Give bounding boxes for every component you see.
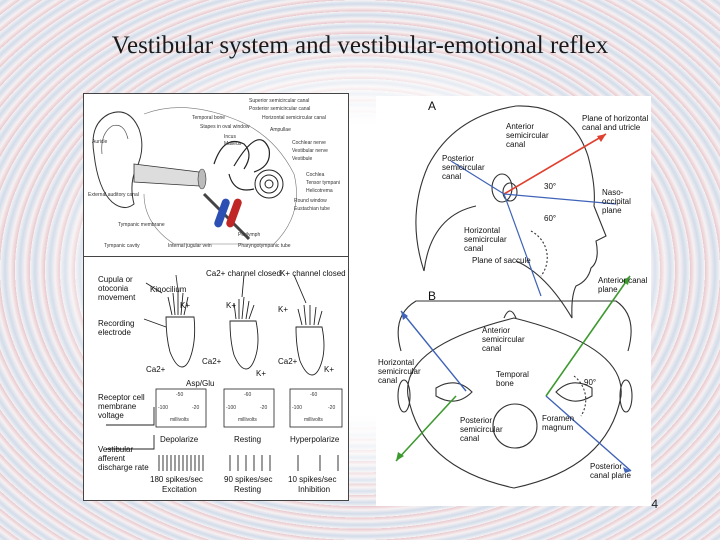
mv2-value: -60 xyxy=(244,392,252,398)
naso-occipital-label: Naso-occipital plane xyxy=(602,188,631,215)
asp-glu-label: Asp/Glu xyxy=(186,379,215,388)
k-channel-label: K+ channel closed xyxy=(280,269,346,278)
posterior-canal-plane-label: Posterior canal plane xyxy=(590,462,631,480)
mv3-min: -100 xyxy=(292,405,303,411)
excitation-label: Excitation xyxy=(162,485,197,494)
ear-label-13: Tympanic membrane xyxy=(118,222,165,228)
mv2-min: -100 xyxy=(226,405,237,411)
ear-anatomy-drawing xyxy=(92,107,297,245)
mv1-value: -50 xyxy=(176,392,184,398)
ear-label-19: Perilymph xyxy=(238,232,261,238)
hyperpolarize-label: Hyperpolarize xyxy=(290,435,340,444)
anterior-canal-label: Anterior semicircular canal xyxy=(506,122,549,149)
cupula-label: Cupula or otoconia movement xyxy=(98,275,136,302)
ear-label-4: Stapes in oval window xyxy=(200,124,250,130)
ear-label-18: Helicotrema xyxy=(306,188,333,194)
spikes-inhibition: 10 spikes/sec xyxy=(288,475,337,484)
ear-label-20: Internal jugular vein xyxy=(168,243,212,249)
k-ion-4: K+ xyxy=(256,369,267,378)
angle-30-label: 30° xyxy=(544,182,557,191)
angle-60-label: 60° xyxy=(544,214,557,223)
angle-90-label: 90° xyxy=(584,378,597,387)
temporal-bone-label: Temporal bone xyxy=(496,370,529,388)
horizontal-plane-line xyxy=(503,133,607,195)
spikes-excitation: 180 spikes/sec xyxy=(150,475,203,484)
ear-label-15: Eustachian tube xyxy=(294,206,330,212)
mv1-unit: millivolts xyxy=(170,417,189,423)
receptor-voltage-label: Receptor cell membrane voltage xyxy=(98,393,145,420)
ear-label-8: Cochlear nerve xyxy=(292,140,326,146)
horizontal-canal-label: Horizontal semicircular canal xyxy=(464,226,507,253)
ear-label-5: Ampullae xyxy=(270,127,291,133)
ear-label-17: Tensor tympani xyxy=(306,180,340,186)
ear-label-14: Round window xyxy=(294,198,327,204)
k-ion-3: K+ xyxy=(278,305,289,314)
posterior-canal-plane-line xyxy=(545,395,632,472)
head-canal-planes-drawing xyxy=(395,105,633,489)
ca-ion-1: Ca2+ xyxy=(202,357,222,366)
saccule-plane-line xyxy=(503,193,542,297)
ear-label-21: Tympanic cavity xyxy=(104,243,140,249)
panel-a-label: A xyxy=(428,99,437,113)
left-canal-plane-line xyxy=(400,310,467,392)
mv1-max: -20 xyxy=(192,405,200,411)
ear-label-3: Horizontal semicircular canal xyxy=(262,115,326,121)
posterior-canal-label: Posterior semicircular canal xyxy=(442,154,485,181)
mv3-unit: millivolts xyxy=(304,417,323,423)
saccule-plane-label: Plane of saccule xyxy=(472,256,531,265)
foramen-magnum-label: Foramen magnum xyxy=(542,414,575,432)
k-ion-2: K+ xyxy=(226,301,237,310)
head-canal-planes-panel: A B Plane of horizontal canal and utricl… xyxy=(376,96,651,506)
ear-label-10: Vestibule xyxy=(292,156,313,162)
resting-rate-label: Resting xyxy=(234,485,262,494)
mv2-unit: millivolts xyxy=(238,417,257,423)
ear-label-22: Pharyngotympanic tube xyxy=(238,243,291,249)
inhibition-label: Inhibition xyxy=(298,485,331,494)
horizontal-canal-b-label: Horizontal semicircular canal xyxy=(378,358,421,385)
vestibular-discharge-label: Vestibular afferent discharge rate xyxy=(98,445,149,472)
ear-label-6: Incus xyxy=(224,134,236,140)
ear-label-11: Auricle xyxy=(92,139,108,145)
ca-channel-label: Ca2+ channel closed xyxy=(206,269,281,278)
hair-cell-panel: Ca2+ channel closed K+ channel closed Cu… xyxy=(83,256,349,501)
ear-label-9: Vestibular nerve xyxy=(292,148,328,154)
page-number: 4 xyxy=(651,497,658,511)
naso-occipital-line xyxy=(503,193,617,205)
posterior-canal-b-label: Posterior semicircular canal xyxy=(460,416,503,443)
ear-label-7: Malleus xyxy=(224,141,242,147)
mv3-max: -20 xyxy=(328,405,336,411)
kinocilium-label: Kinocilium xyxy=(150,285,187,294)
slide-title: Vestibular system and vestibular-emotion… xyxy=(111,32,609,59)
hair-cell-drawing xyxy=(106,274,343,471)
anterior-canal-b-label: Anterior semicircular canal xyxy=(482,326,525,353)
anterior-canal-plane-line xyxy=(545,275,631,397)
horizontal-plane-label: Plane of horizontal canal and utricle xyxy=(582,114,649,132)
k-ion-5: K+ xyxy=(324,365,335,374)
mv1-min: -100 xyxy=(158,405,169,411)
ca-ion-2: Ca2+ xyxy=(146,365,166,374)
depolarize-label: Depolarize xyxy=(160,435,199,444)
mv3-value: -60 xyxy=(310,392,318,398)
ear-label-0: Superior semicircular canal xyxy=(249,98,310,104)
ear-label-12: External auditory canal xyxy=(88,192,139,198)
mv2-max: -20 xyxy=(260,405,268,411)
ca-ion-3: Ca2+ xyxy=(278,357,298,366)
panel-b-label: B xyxy=(428,289,437,303)
ear-label-16: Cochlea xyxy=(306,172,325,178)
ear-label-1: Posterior semicircular canal xyxy=(249,106,311,112)
ear-label-2: Temporal bone xyxy=(192,115,226,121)
spikes-resting: 90 spikes/sec xyxy=(224,475,273,484)
anterior-canal-plane-label: Anterior canal plane xyxy=(598,276,648,294)
k-ion-1: K+ xyxy=(180,301,191,310)
ear-anatomy-panel: Superior semicircular canal Posterior se… xyxy=(83,93,349,258)
resting-label: Resting xyxy=(234,435,262,444)
recording-electrode-label: Recording electrode xyxy=(98,319,135,337)
